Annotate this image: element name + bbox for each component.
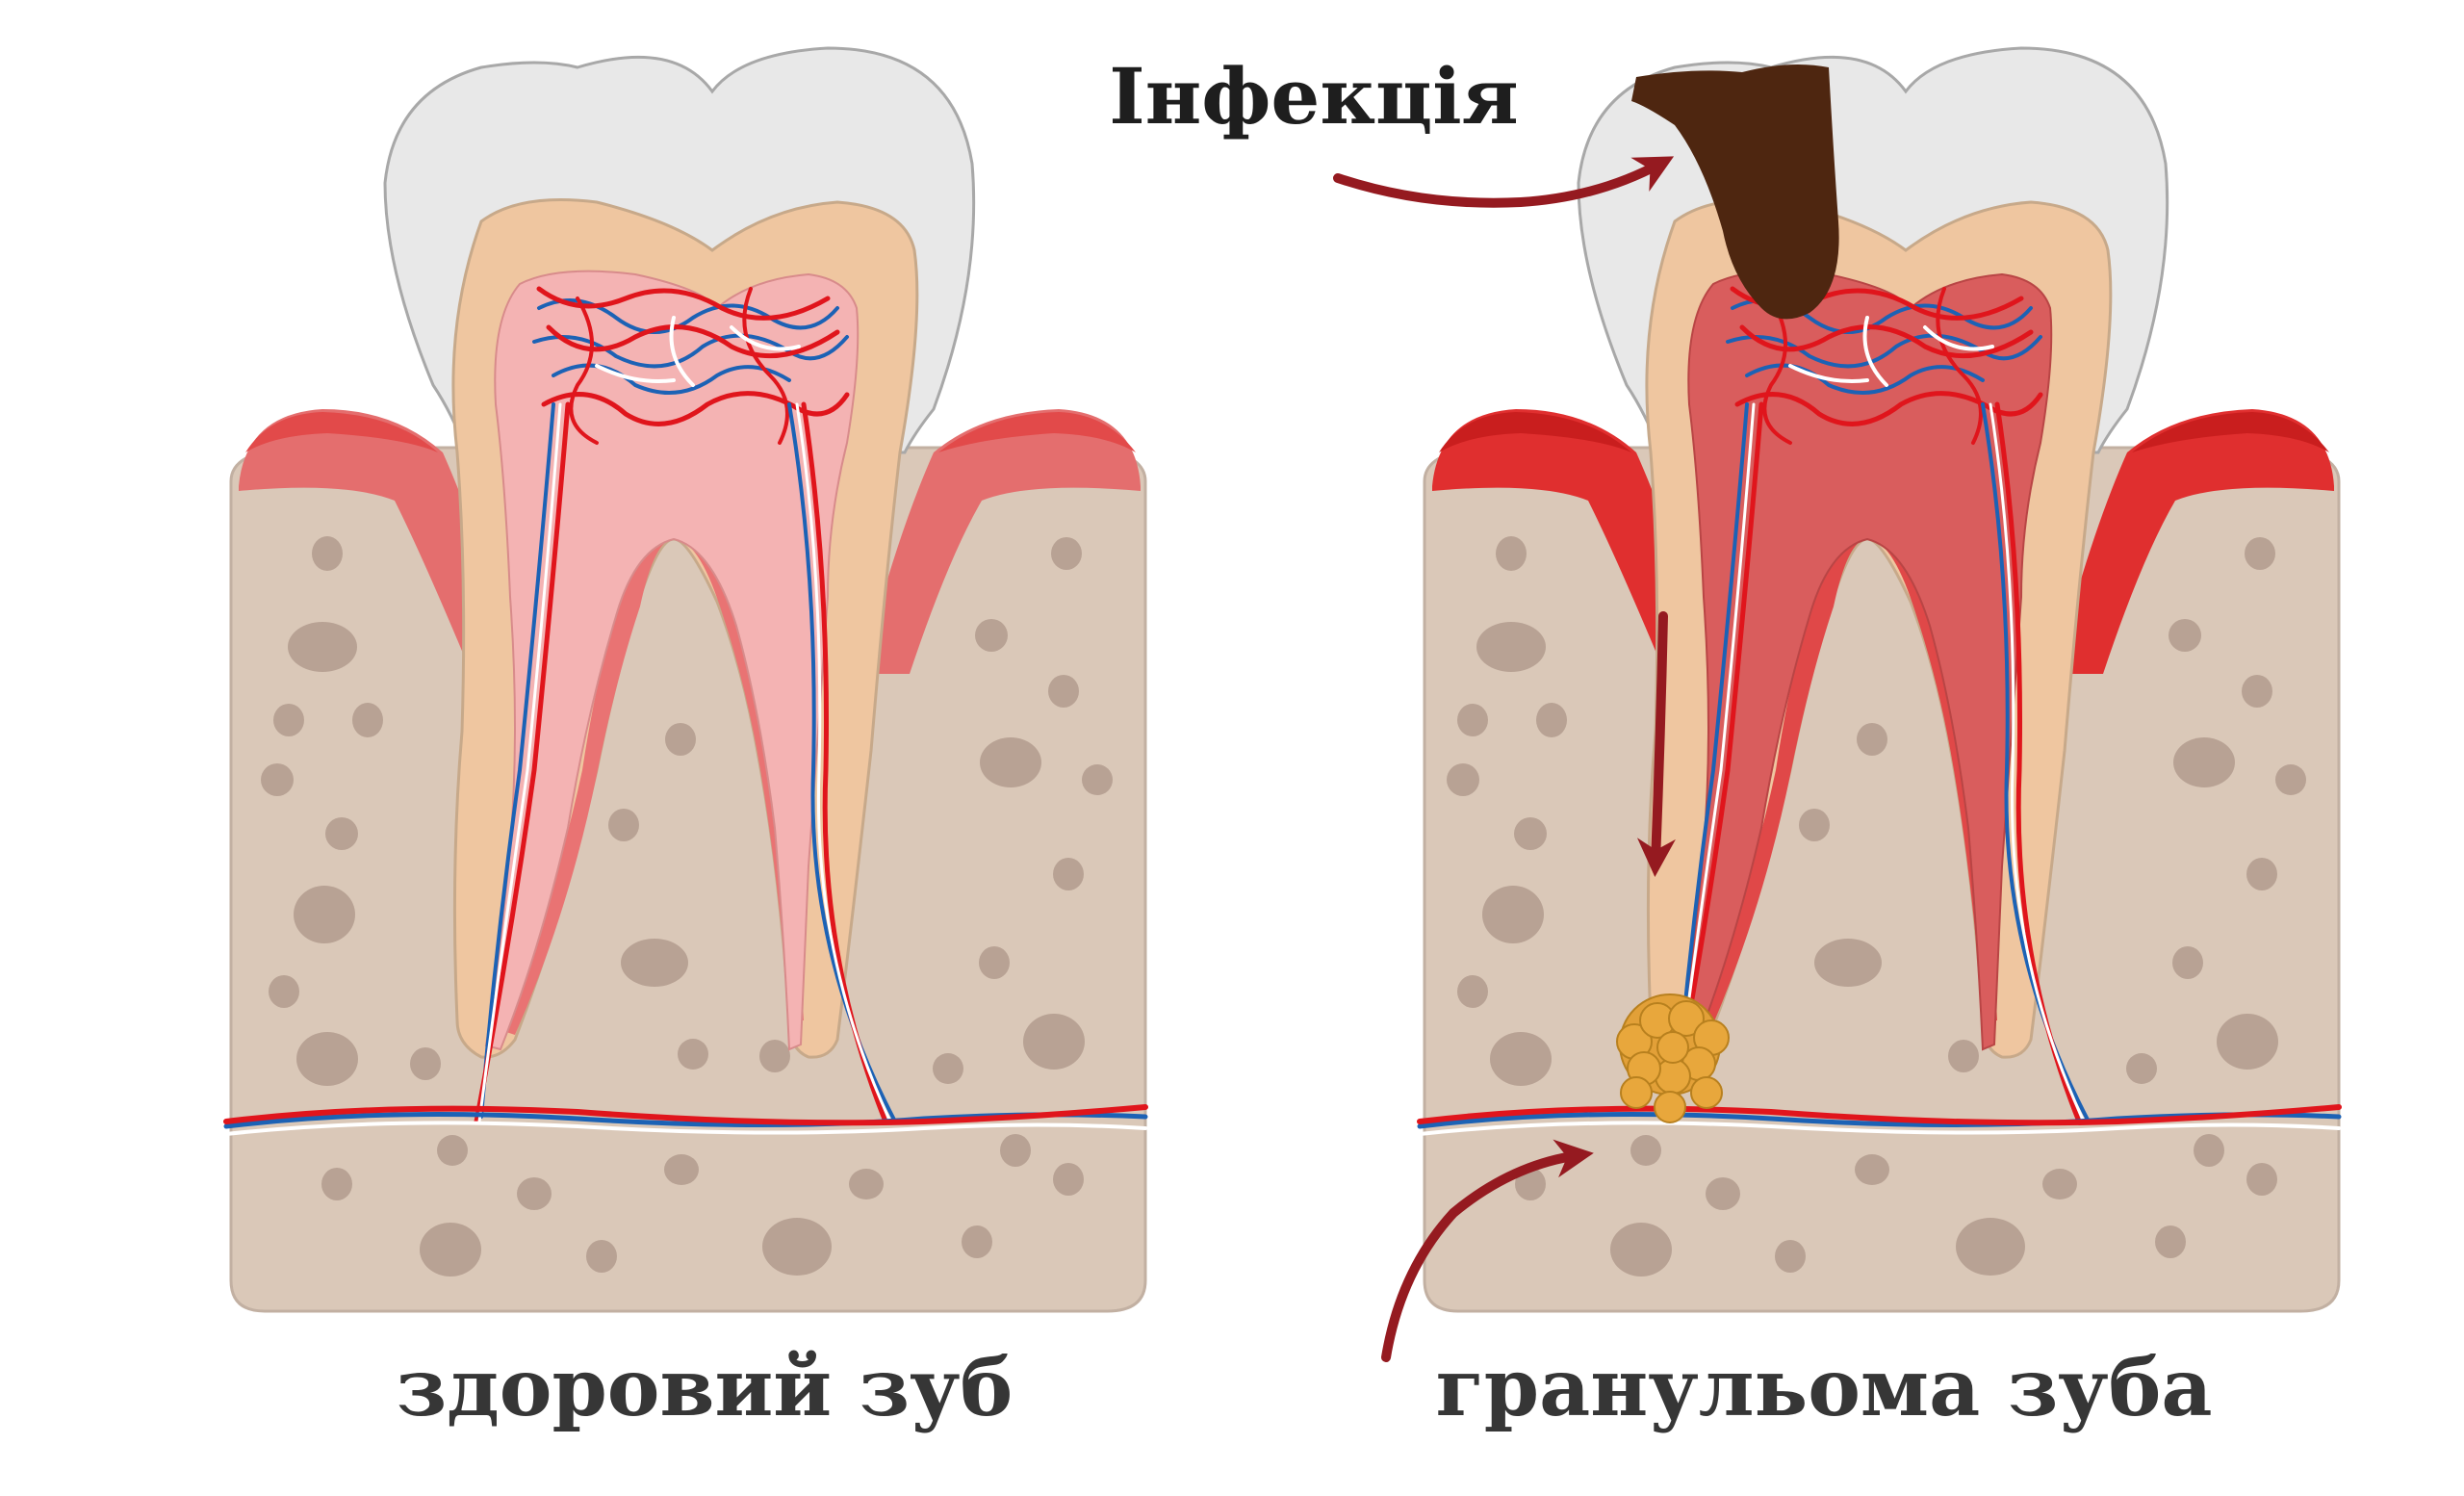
infected-gum-highlight	[1439, 412, 2329, 452]
healthy-tooth-group	[223, 46, 1148, 1313]
infected-tooth-group	[1417, 46, 2342, 1313]
infected-bone-vessels	[1417, 1104, 2342, 1136]
healthy-vessels	[474, 286, 897, 1124]
healthy-bone-spots	[261, 536, 1113, 1277]
healthy-gum-highlight	[245, 412, 1136, 452]
healthy-root-lining	[500, 528, 804, 1035]
infected-root-lining	[1694, 528, 1997, 1035]
infection-label: Інфекція	[1109, 51, 1518, 142]
infected-bone-spots	[1447, 536, 2306, 1277]
arrows	[1333, 156, 1676, 1362]
healthy-bone-vessels	[223, 1104, 1148, 1136]
granuloma	[1616, 993, 1730, 1123]
granuloma-arrow	[1381, 1139, 1594, 1362]
descending-arrow	[1636, 611, 1676, 877]
decay-cavity	[1631, 64, 1839, 320]
granuloma-caption: гранульома зуба	[1436, 1342, 2213, 1434]
infection-arrow	[1333, 156, 1675, 208]
healthy-tooth-caption: здоровий зуб	[397, 1342, 1013, 1434]
